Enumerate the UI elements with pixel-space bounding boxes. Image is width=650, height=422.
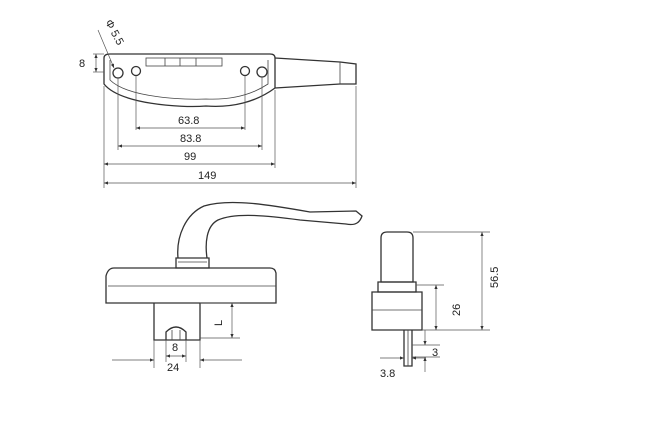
dim-hole-spacing-inner: 63.8 (178, 115, 199, 127)
mounting-hole-4 (256, 66, 268, 78)
dim-spindle-length: L (213, 320, 225, 326)
top-view-lever (274, 57, 357, 89)
dim-plate-thickness: 8 (79, 58, 85, 70)
dim-overall-height: 56.5 (489, 267, 501, 288)
top-view-base-plate (103, 53, 276, 108)
front-view: L 8 24 (105, 201, 363, 374)
dim-lower-height: 26 (451, 304, 463, 316)
mounting-hole-1 (112, 67, 124, 79)
side-view-body (371, 291, 423, 331)
dim-base-length: 99 (184, 151, 196, 163)
front-view-base (105, 267, 277, 304)
dim-pin-width: 3 (432, 347, 438, 359)
top-view-slot (145, 57, 223, 67)
dim-spindle-width: 8 (172, 342, 178, 354)
front-view-spindle (153, 303, 201, 341)
side-view: 56.5 26 3 3.8 (371, 231, 501, 380)
dim-hole-diameter: Φ 5.5 (102, 18, 125, 48)
top-view-base-inner (109, 60, 269, 100)
top-view: Φ 5.5 8 63.8 83.8 99 149 (79, 18, 357, 188)
side-view-knob (380, 231, 414, 283)
dim-base-opening: 24 (167, 362, 179, 374)
mounting-hole-2 (130, 65, 142, 77)
dim-overall-length: 149 (198, 170, 216, 182)
front-view-lever (177, 201, 363, 259)
mounting-hole-3 (239, 65, 251, 77)
dim-hole-spacing-outer: 83.8 (180, 133, 201, 145)
dim-pin-offset: 3.8 (380, 368, 395, 380)
